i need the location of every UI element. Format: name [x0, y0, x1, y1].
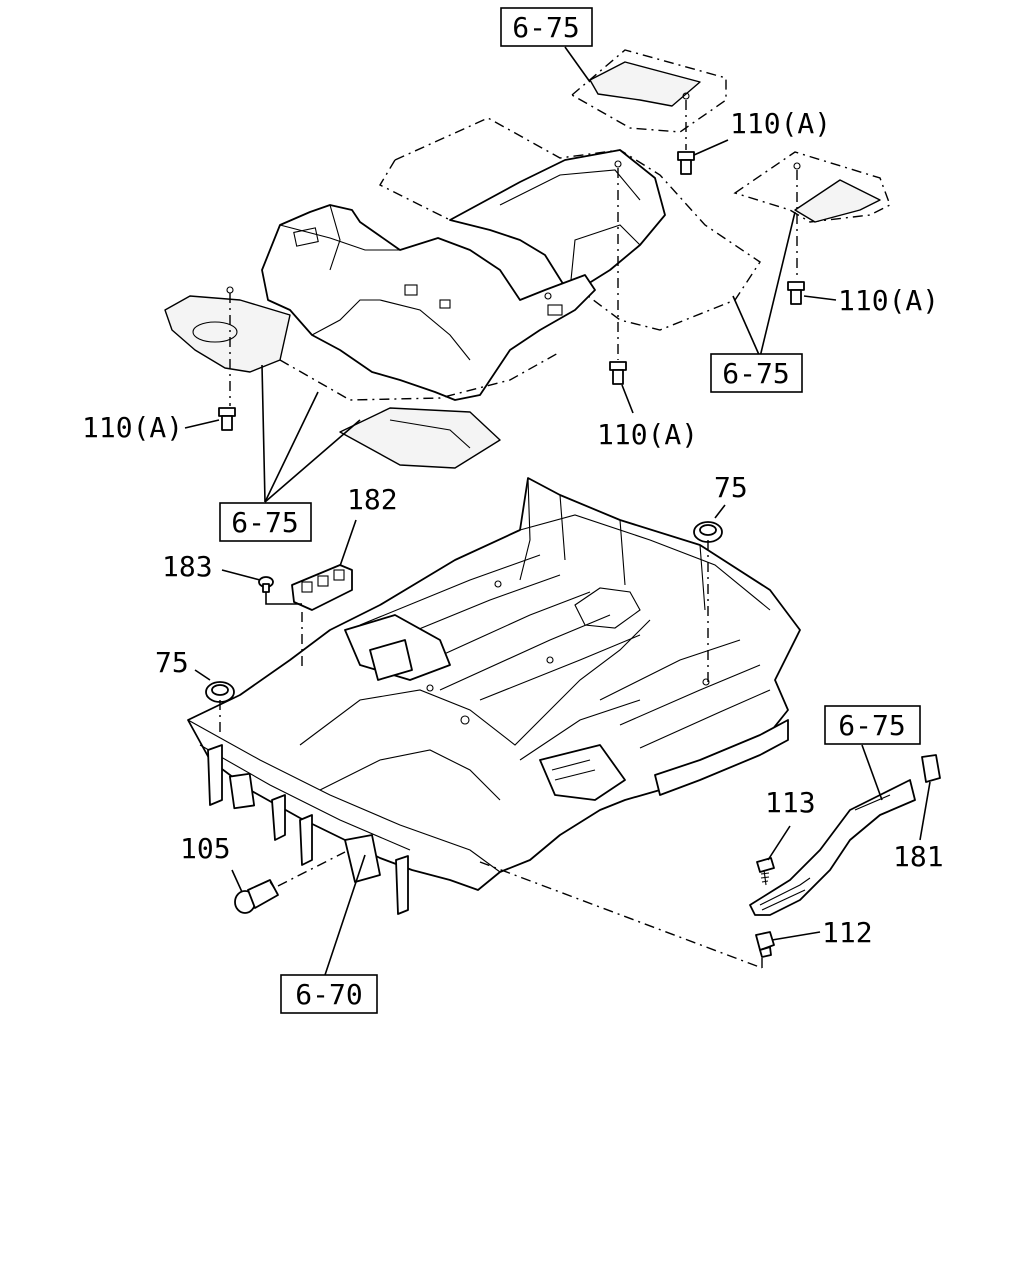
floor-pan — [187, 477, 801, 915]
label-181: 181 — [893, 840, 944, 873]
label-105: 105 — [180, 832, 231, 865]
ref-box-top: 6-75 — [500, 7, 593, 47]
bolt-183 — [258, 576, 274, 593]
label-75-right: 75 — [714, 471, 748, 504]
bolt-105 — [234, 879, 279, 914]
center-insulator — [379, 117, 761, 331]
grommet-75-right — [693, 521, 723, 543]
screw-113 — [756, 857, 775, 886]
clip-110a-center — [609, 361, 627, 385]
label-182: 182 — [347, 483, 398, 516]
label-113: 113 — [765, 786, 816, 819]
top-small-insulator — [570, 49, 727, 133]
ref-label: 6-70 — [295, 978, 362, 1011]
ref-box-bottom: 6-70 — [280, 974, 378, 1014]
tunnel-insulator — [261, 204, 596, 401]
clip-110a-left — [218, 407, 236, 431]
left-small-insulator — [164, 286, 291, 373]
ref-label: 6-75 — [512, 11, 579, 44]
clip-110a-right — [787, 281, 805, 305]
cap-181 — [921, 754, 941, 783]
clip-112 — [755, 931, 775, 958]
label-110a-center: 110(A) — [597, 418, 698, 451]
label-110a-top: 110(A) — [730, 107, 831, 140]
label-112: 112 — [822, 916, 873, 949]
leader-lines — [184, 46, 931, 976]
grommet-75-left — [205, 681, 235, 703]
label-110a-left: 110(A) — [82, 411, 183, 444]
lower-floor-sheet — [279, 351, 561, 469]
label-110a-right: 110(A) — [838, 284, 939, 317]
ref-box-step: 6-75 — [824, 705, 921, 745]
clip-110a-top — [677, 151, 695, 175]
side-step-plate — [749, 779, 916, 916]
label-183: 183 — [162, 550, 213, 583]
right-insulator — [733, 151, 891, 223]
ref-label: 6-75 — [838, 709, 905, 742]
upper-insulator-assembly — [164, 49, 891, 469]
label-75-left: 75 — [155, 646, 189, 679]
ref-label: 6-75 — [231, 506, 298, 539]
ref-label: 6-75 — [722, 357, 789, 390]
ref-box-left: 6-75 — [219, 502, 312, 542]
ref-box-right: 6-75 — [710, 353, 803, 393]
